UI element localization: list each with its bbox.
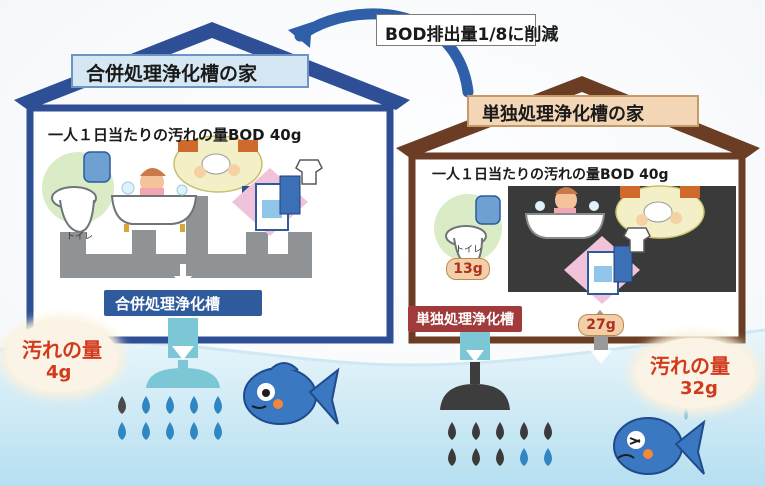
reduction-banner: BOD排出量1/8に削減 <box>376 14 558 46</box>
water-drop-icon <box>190 422 198 440</box>
left-toilet-label: トイレ <box>66 232 94 242</box>
dishwashing-icon <box>173 135 263 196</box>
left-house <box>14 22 410 360</box>
water-drop-icon <box>166 422 174 440</box>
water-drop-icon <box>118 422 126 440</box>
left-pollution-label: 汚れの量 <box>22 338 102 362</box>
right-tank-label: 単独処理浄化槽 <box>408 306 522 332</box>
water-drop-icon <box>520 448 528 466</box>
water-drop-icon <box>166 396 174 414</box>
water-drop-icon <box>520 422 528 440</box>
water-drop-icon <box>544 448 552 466</box>
water-drop-icon <box>448 448 456 466</box>
water-drop-icon <box>142 396 150 414</box>
reduction-text: BOD排出量1/8に削減 <box>385 25 559 45</box>
right-toilet-label: トイレ <box>455 245 483 255</box>
water-drop-icon <box>472 448 480 466</box>
right-pollution-value: 32g <box>680 378 718 399</box>
dishwashing-icon <box>615 185 705 239</box>
left-pollution-callout <box>6 322 118 392</box>
water-drop-icon <box>142 422 150 440</box>
toilet-icon <box>42 151 114 234</box>
bathtub-icon <box>524 187 606 239</box>
fish-icon <box>243 362 340 425</box>
right-house <box>396 76 760 364</box>
right-pollution-callout <box>636 338 754 408</box>
right-bod-text: 一人１日当たりの汚れの量BOD 40g <box>432 167 669 183</box>
right-discharge <box>440 362 510 410</box>
water-drop-icon <box>190 396 198 414</box>
laundry-icon <box>232 159 323 236</box>
left-pollution-value: 4g <box>46 362 72 383</box>
water-drop-icon <box>544 422 552 440</box>
water-drop-icon <box>118 396 126 414</box>
water-drop-icon <box>496 448 504 466</box>
right-other-amount: 27g <box>578 314 624 336</box>
laundry-icon <box>564 227 651 304</box>
fish-icon <box>613 408 706 475</box>
water-drop-icon <box>472 422 480 440</box>
water-drop-icon <box>448 422 456 440</box>
water-drop-icon <box>496 422 504 440</box>
left-house-title: 合併処理浄化槽の家 <box>86 63 258 85</box>
left-drain-pipes <box>60 196 312 278</box>
bathtub-icon <box>110 168 198 232</box>
right-toilet-amount: 13g <box>446 258 490 280</box>
water-drop-icon <box>214 396 222 414</box>
right-pollution-label: 汚れの量 <box>650 354 730 378</box>
left-discharge <box>146 360 220 388</box>
water-drop-icon <box>214 422 222 440</box>
right-house-title: 単独処理浄化槽の家 <box>482 104 644 125</box>
left-bod-text: 一人１日当たりの汚れの量BOD 40g <box>48 126 302 144</box>
arrow-icon <box>174 264 192 287</box>
left-tank-label: 合併処理浄化槽 <box>115 295 221 313</box>
